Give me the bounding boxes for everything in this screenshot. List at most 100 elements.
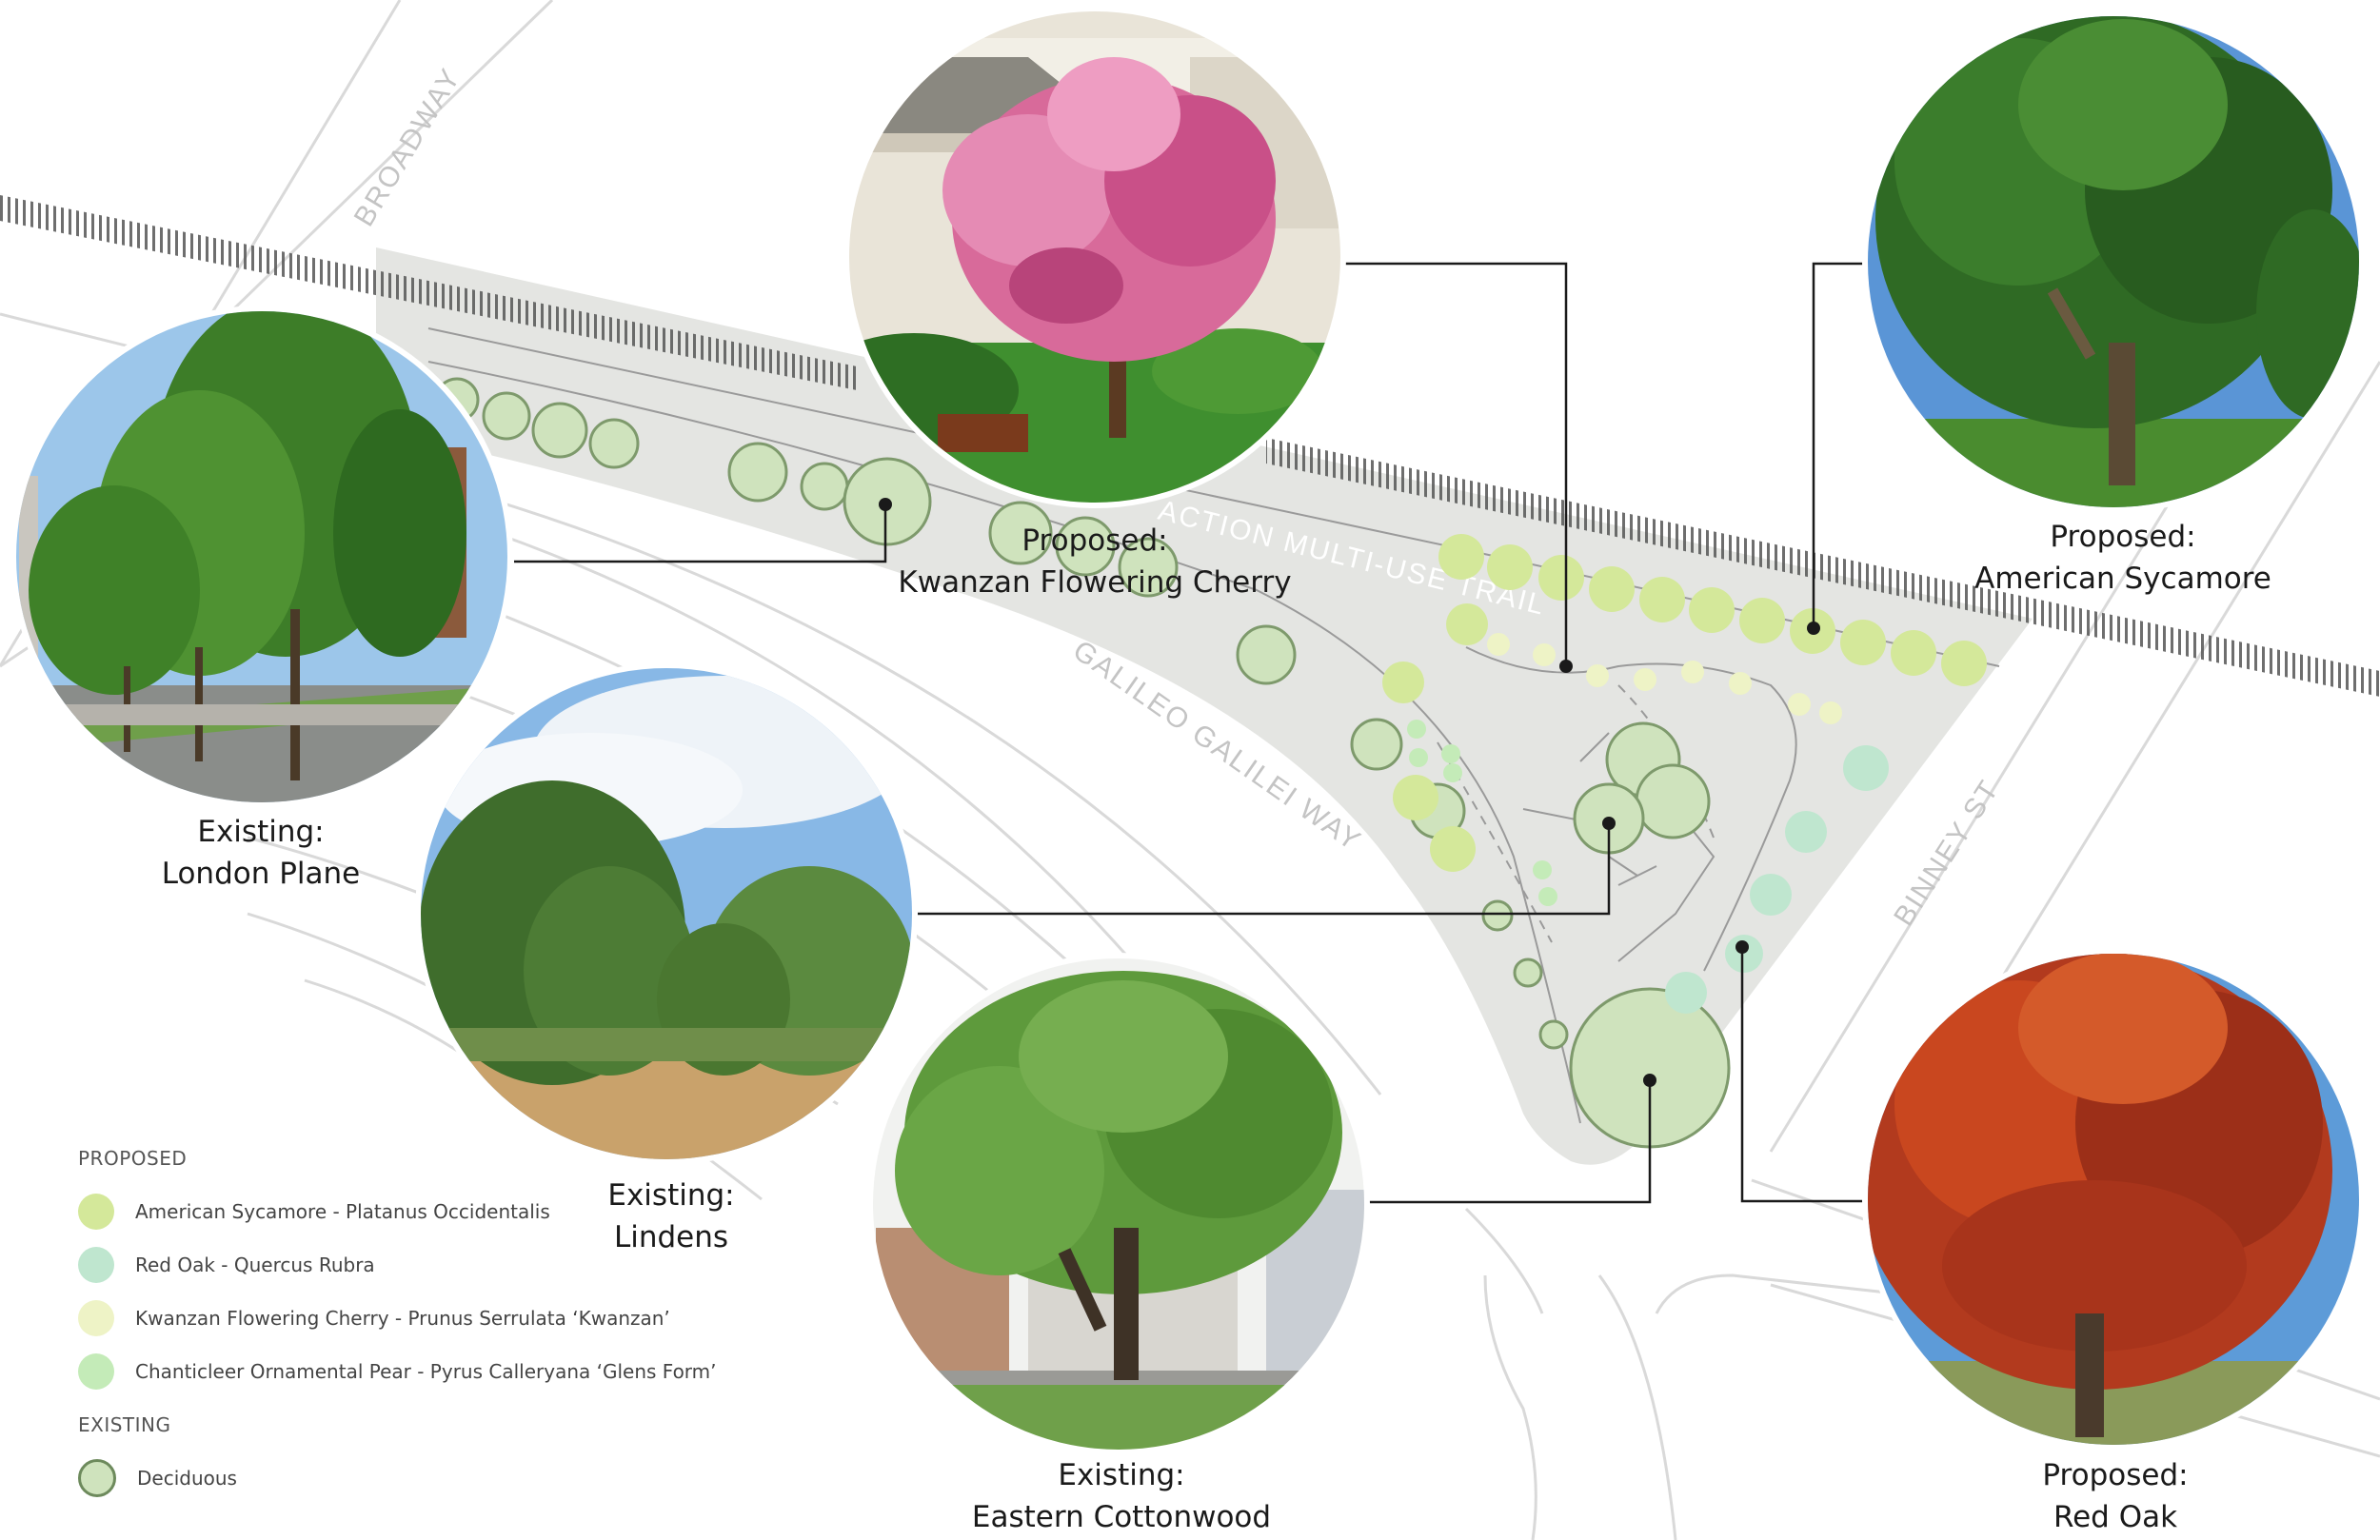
proposed-sycamore-trees [1382, 534, 1987, 872]
caption-species: Lindens [613, 1220, 729, 1254]
existing-tree [988, 501, 1053, 565]
caption-cottonwood: Existing: Eastern Cottonwood [874, 1454, 1369, 1538]
legend-item-red-oak: Red Oak - Quercus Rubra [78, 1238, 717, 1292]
caption-status: Existing: [607, 1178, 735, 1213]
existing-tree [531, 402, 588, 459]
caption-species: London Plane [161, 857, 361, 891]
street-label-binney: BINNEY ST [1888, 774, 2005, 931]
caption-status: Existing: [1058, 1458, 1185, 1492]
existing-tree [800, 462, 849, 511]
proposed-cherry-trees [1487, 633, 1842, 724]
existing-tree [1055, 516, 1116, 577]
cherry-tree [1586, 664, 1609, 687]
caption-status: Proposed: [1021, 523, 1168, 558]
photo-red-oak [1862, 948, 2365, 1451]
leader-dots [879, 498, 1820, 1087]
sycamore-tree [1689, 587, 1735, 633]
legend: PROPOSED American Sycamore - Platanus Oc… [78, 1147, 717, 1505]
existing-tree [1481, 899, 1514, 932]
caption-london-plane: Existing: London Plane [13, 811, 508, 895]
caption-species: American Sycamore [1974, 562, 2271, 596]
rail-line [0, 195, 2380, 697]
caption-species: Red Oak [2053, 1500, 2178, 1534]
existing-tree [588, 418, 640, 469]
cherry-tree [1634, 668, 1656, 691]
proposed-pear-trees [1407, 720, 1557, 906]
pear-tree [1441, 744, 1460, 763]
site-area [376, 247, 2033, 1165]
cherry-tree [1487, 633, 1510, 656]
legend-swatch [78, 1194, 114, 1230]
caption-sycamore: Proposed: American Sycamore [1875, 516, 2370, 600]
existing-deciduous-trees [434, 377, 1731, 1149]
sycamore-tree [1891, 630, 1936, 676]
proposed-red-oak-trees [1665, 745, 1889, 1014]
legend-swatch [78, 1459, 116, 1497]
sycamore-tree [1446, 603, 1488, 645]
legend-label: Kwanzan Flowering Cherry - Prunus Serrul… [135, 1307, 670, 1330]
photo-sycamore [1862, 10, 2365, 513]
caption-species: Eastern Cottonwood [971, 1500, 1272, 1534]
legend-item-deciduous: Deciduous [78, 1451, 717, 1505]
pear-tree [1409, 748, 1428, 767]
sycamore-tree [1941, 641, 1987, 686]
sycamore-tree [1438, 534, 1484, 580]
legend-item-cherry: Kwanzan Flowering Cherry - Prunus Serrul… [78, 1292, 717, 1345]
pear-tree [1443, 763, 1462, 782]
sycamore-tree [1382, 661, 1424, 703]
red-oak-tree [1785, 811, 1827, 853]
legend-item-pear: Chanticleer Ornamental Pear - Pyrus Call… [78, 1345, 717, 1398]
legend-swatch [78, 1247, 114, 1283]
sycamore-tree [1487, 544, 1533, 590]
caption-status: Proposed: [2050, 520, 2196, 554]
existing-tree [1538, 1019, 1569, 1050]
cherry-tree [1533, 643, 1556, 666]
caption-status: Proposed: [2042, 1458, 2189, 1492]
legend-label: Deciduous [137, 1467, 237, 1490]
sycamore-tree [1430, 826, 1476, 872]
existing-tree [1236, 624, 1297, 685]
pear-tree [1533, 860, 1552, 879]
existing-tree [1635, 763, 1711, 839]
red-oak-tree [1750, 874, 1792, 916]
caption-species: Kwanzan Flowering Cherry [898, 565, 1292, 600]
legend-swatch [78, 1353, 114, 1390]
sycamore-tree [1739, 598, 1785, 643]
photo-london-plane [10, 306, 513, 808]
red-oak-tree [1843, 745, 1889, 791]
pear-tree [1538, 887, 1557, 906]
red-oak-tree [1725, 935, 1763, 973]
existing-tree [1118, 537, 1179, 598]
caption-lindens: Existing: Lindens [424, 1175, 919, 1258]
photo-cottonwood [867, 953, 1370, 1455]
caption-status: Existing: [197, 815, 325, 849]
cherry-tree [1729, 672, 1752, 695]
photo-cherry [843, 6, 1346, 508]
legend-heading-existing: EXISTING [78, 1413, 171, 1436]
legend-item-sycamore: American Sycamore - Platanus Occidentali… [78, 1185, 717, 1238]
existing-tree [482, 391, 531, 441]
existing-tree [1350, 718, 1403, 771]
caption-red-oak: Proposed: Red Oak [1868, 1454, 2363, 1538]
cherry-tree [1819, 701, 1842, 724]
pear-tree [1407, 720, 1426, 739]
cherry-tree [1788, 693, 1811, 716]
red-oak-tree [1665, 972, 1707, 1014]
legend-label: Red Oak - Quercus Rubra [135, 1254, 375, 1276]
legend-swatch [78, 1300, 114, 1336]
caption-cherry: Proposed: Kwanzan Flowering Cherry [847, 520, 1342, 603]
legend-heading-proposed: PROPOSED [78, 1147, 188, 1170]
legend-label: Chanticleer Ornamental Pear - Pyrus Call… [135, 1360, 717, 1383]
sycamore-tree [1393, 775, 1438, 820]
existing-tree [727, 442, 788, 503]
sycamore-tree [1538, 555, 1584, 601]
sycamore-tree [1639, 577, 1685, 622]
sycamore-tree [1589, 566, 1635, 612]
cherry-tree [1681, 661, 1704, 683]
photo-lindens [415, 662, 918, 1165]
existing-tree [1513, 958, 1543, 988]
sycamore-tree [1840, 620, 1886, 665]
street-label-broadway: BROADWAY [348, 63, 467, 232]
leader-lines [514, 262, 1868, 1204]
